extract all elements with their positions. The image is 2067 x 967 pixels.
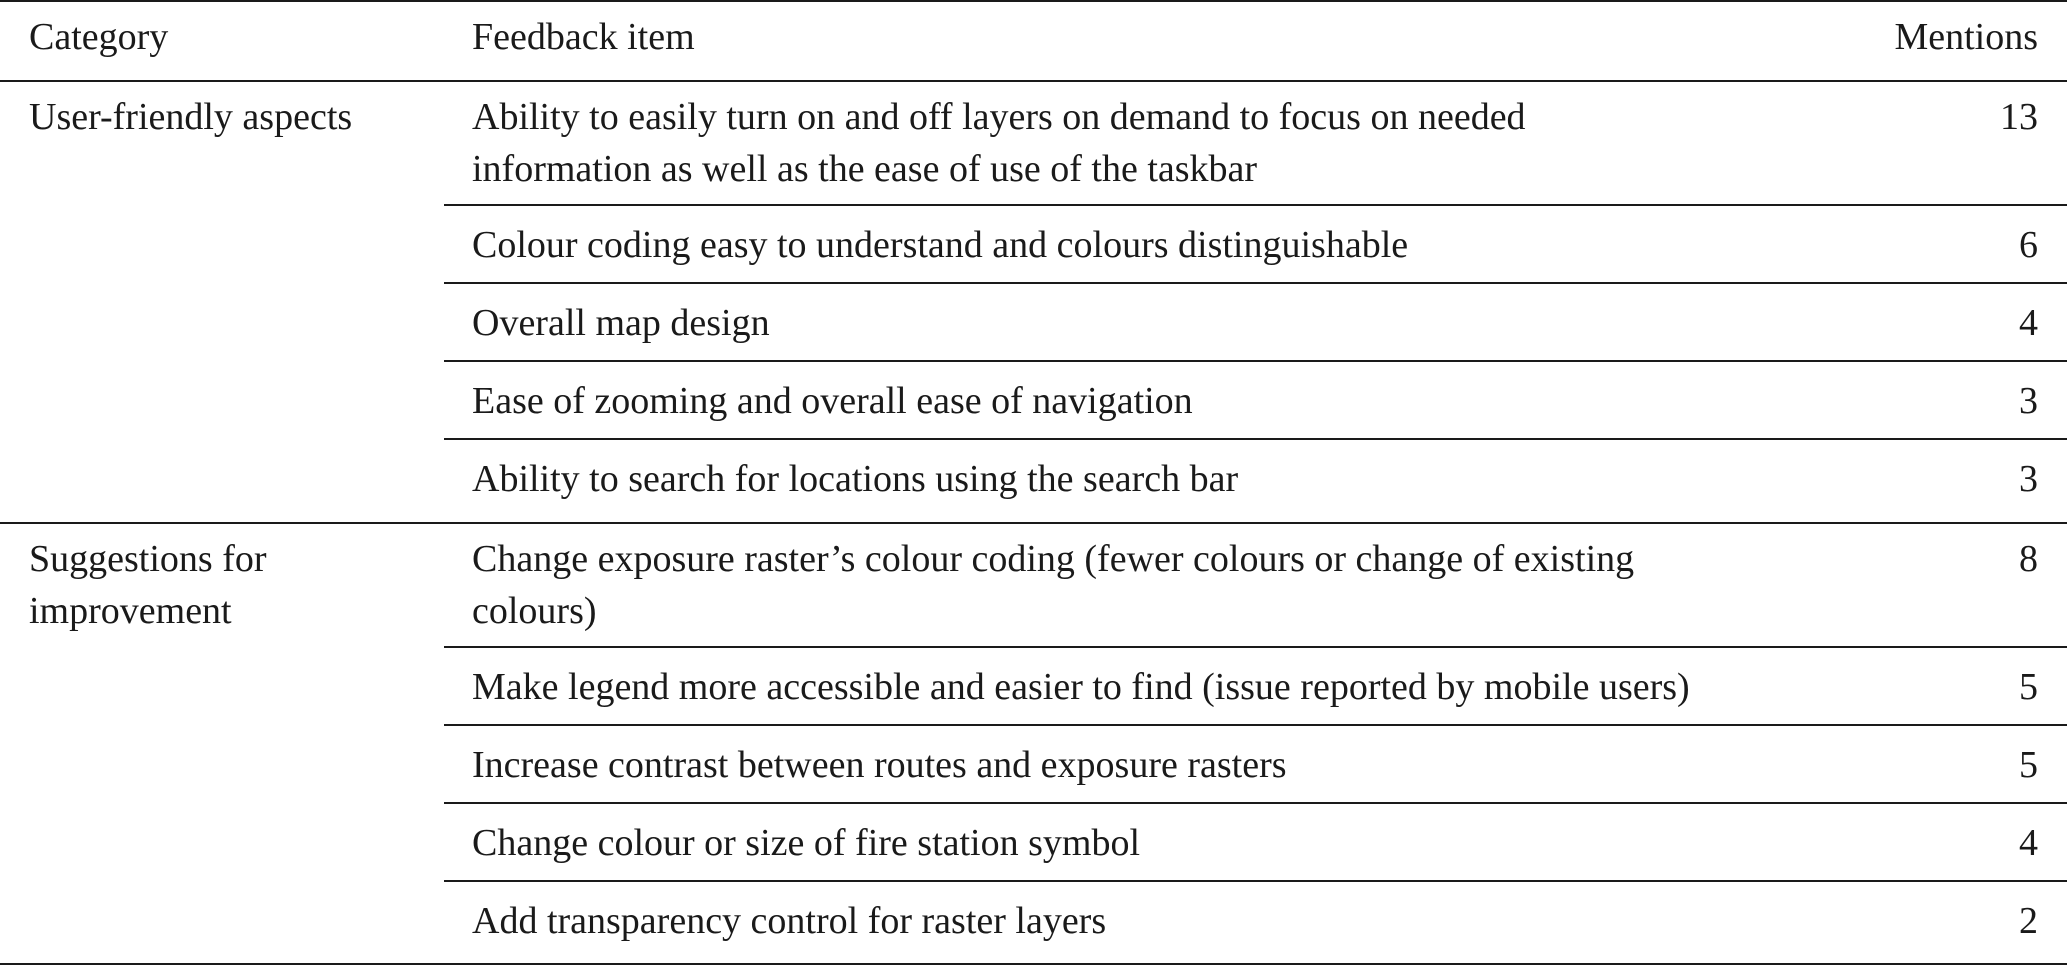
mentions-count: 4: [2019, 822, 2038, 864]
header-category: Category: [29, 16, 169, 58]
bottom-rule: [0, 963, 2067, 965]
header-rule: [0, 80, 2067, 82]
feedback-item-line: Ability to easily turn on and off layers…: [472, 96, 1526, 138]
mentions-count: 5: [2019, 744, 2038, 786]
feedback-item-line: Ease of zooming and overall ease of navi…: [472, 380, 1193, 422]
header-mentions: Mentions: [1894, 16, 2038, 58]
mentions-count: 3: [2019, 380, 2038, 422]
row-divider: [444, 438, 2067, 440]
feedback-item-line: Ability to search for locations using th…: [472, 458, 1239, 500]
group-rule: [0, 522, 2067, 524]
row-divider: [444, 646, 2067, 648]
feedback-item-line: colours): [472, 590, 597, 632]
feedback-item-line: Increase contrast between routes and exp…: [472, 744, 1287, 786]
category-label: User-friendly aspects: [29, 96, 353, 138]
category-label: improvement: [29, 590, 232, 632]
feedback-item-line: Change colour or size of fire station sy…: [472, 822, 1141, 864]
mentions-count: 4: [2019, 302, 2038, 344]
feedback-item-line: Colour coding easy to understand and col…: [472, 224, 1409, 266]
header-feedback-item: Feedback item: [472, 16, 695, 58]
row-divider: [444, 880, 2067, 882]
row-divider: [444, 282, 2067, 284]
mentions-count: 6: [2019, 224, 2038, 266]
row-divider: [444, 802, 2067, 804]
mentions-count: 5: [2019, 666, 2038, 708]
feedback-item-line: Make legend more accessible and easier t…: [472, 666, 1690, 708]
mentions-count: 3: [2019, 458, 2038, 500]
mentions-count: 8: [2019, 538, 2038, 580]
row-divider: [444, 724, 2067, 726]
row-divider: [444, 360, 2067, 362]
row-divider: [444, 204, 2067, 206]
mentions-count: 2: [2019, 900, 2038, 942]
mentions-count: 13: [2000, 96, 2038, 138]
feedback-item-line: information as well as the ease of use o…: [472, 148, 1258, 190]
category-label: Suggestions for: [29, 538, 267, 580]
feedback-item-line: Change exposure raster’s colour coding (…: [472, 538, 1635, 580]
feedback-item-line: Overall map design: [472, 302, 770, 344]
top-rule: [0, 0, 2067, 2]
feedback-item-line: Add transparency control for raster laye…: [472, 900, 1107, 942]
